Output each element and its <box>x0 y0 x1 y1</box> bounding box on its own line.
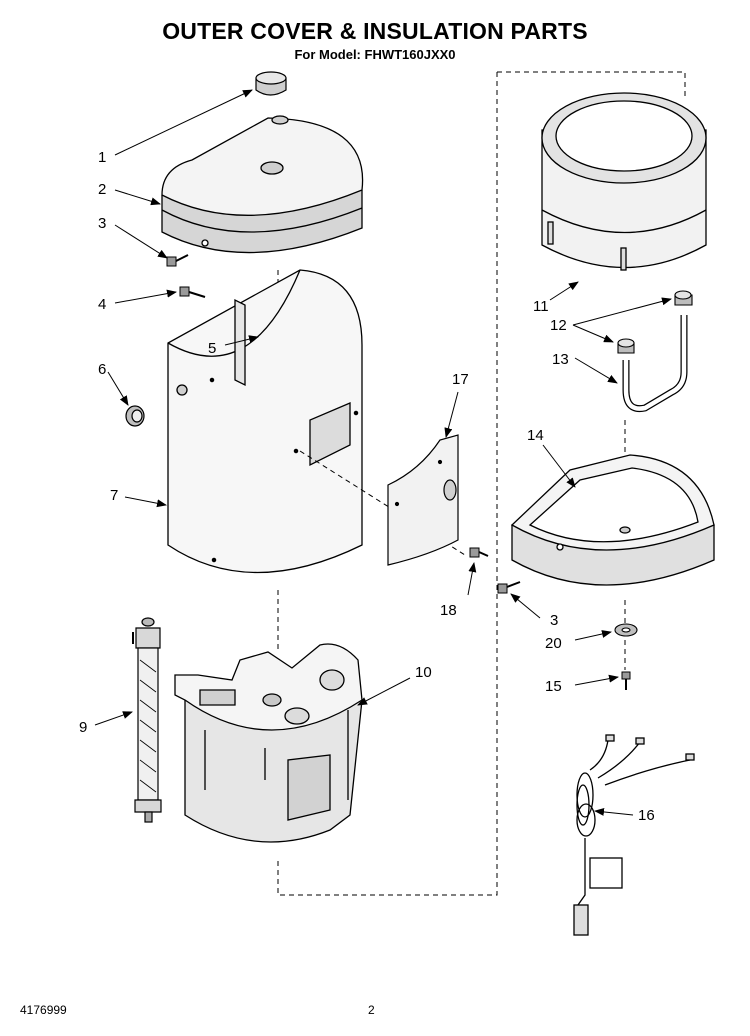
callout-3-bottom: 3 <box>550 612 558 629</box>
callout-6: 6 <box>98 361 106 378</box>
part-7-outer-shell <box>167 269 363 574</box>
callout-15: 15 <box>545 678 562 695</box>
part-4-screw <box>179 286 206 298</box>
part-18-screw <box>469 547 489 558</box>
callout-7: 7 <box>110 487 118 504</box>
callout-2: 2 <box>98 181 106 198</box>
part-1-plug-cap <box>255 71 287 96</box>
part-2-top-cover <box>161 115 364 254</box>
part-11-insulation-cylinder <box>541 92 707 271</box>
callout-20: 20 <box>545 635 562 652</box>
callout-5: 5 <box>208 340 216 357</box>
page-title: OUTER COVER & INSULATION PARTS <box>162 18 588 44</box>
callout-labels: 1 2 3 4 5 6 7 9 10 17 18 11 12 13 14 3 2… <box>79 149 655 824</box>
model-subtitle: For Model: FHWT160JXX0 <box>294 47 456 62</box>
callout-16: 16 <box>638 807 655 824</box>
page-number: 2 <box>368 1003 375 1017</box>
part-10-base <box>174 643 363 843</box>
part-20-washer <box>614 623 638 637</box>
leader-lines <box>94 89 672 816</box>
part-14-bottom-tray <box>510 454 715 586</box>
callout-12: 12 <box>550 317 567 334</box>
part-16-wiring-harness <box>573 734 695 936</box>
part-9-filter-cartridge <box>132 617 162 823</box>
callout-13: 13 <box>552 351 569 368</box>
callout-1: 1 <box>98 149 106 166</box>
callout-9: 9 <box>79 719 87 736</box>
callout-18: 18 <box>440 602 457 619</box>
part-15-screw <box>621 671 631 690</box>
callout-3-top: 3 <box>98 215 106 232</box>
part-3-screw-bottom <box>497 581 521 594</box>
callout-11: 11 <box>533 298 549 315</box>
part-3-screw-top <box>166 254 189 267</box>
callout-17: 17 <box>452 371 469 388</box>
callout-10: 10 <box>415 664 432 681</box>
part-17-insulation-panel <box>387 434 459 566</box>
part-13-tube <box>622 315 688 413</box>
callout-4: 4 <box>98 296 106 313</box>
part-6-plug <box>125 405 145 427</box>
document-number: 4176999 <box>20 1003 67 1017</box>
part-12-caps <box>617 290 693 354</box>
callout-14: 14 <box>527 427 544 444</box>
